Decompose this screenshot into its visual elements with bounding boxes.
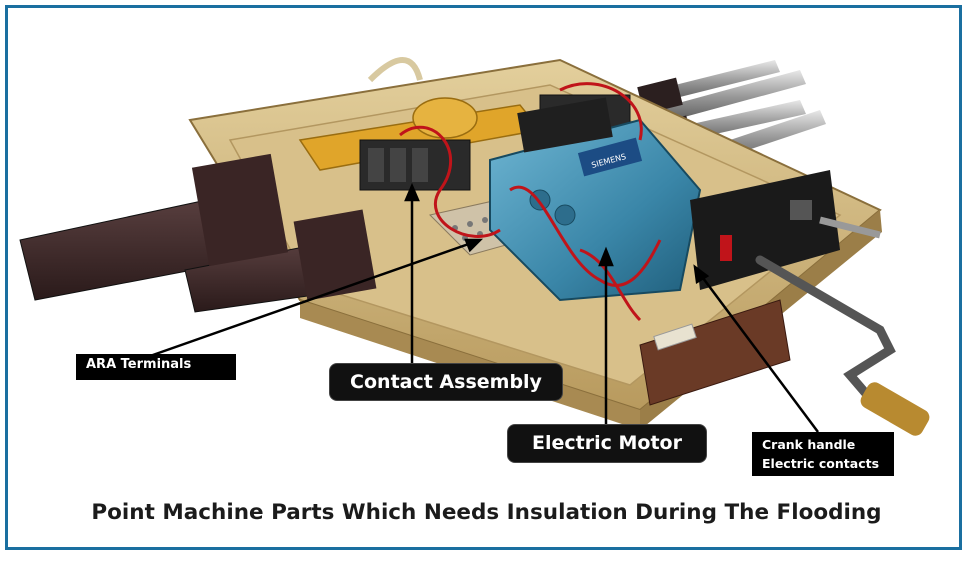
- electric-motor-body: SIEMENS: [489, 97, 702, 302]
- arrow-crank: [693, 264, 710, 285]
- pointer-lines: [149, 182, 820, 433]
- pointer-ara: [149, 238, 481, 358]
- mounting-bracket: [639, 299, 791, 406]
- crank-handle: [755, 216, 930, 436]
- label-electric-motor: Electric Motor: [508, 425, 706, 462]
- arrow-ara: [464, 238, 484, 253]
- arrow-motor: [598, 246, 614, 267]
- caption: Point Machine Parts Which Needs Insulati…: [91, 500, 882, 525]
- mounting-bars: [19, 153, 377, 313]
- arrow-contact: [404, 182, 420, 202]
- end-plate: [690, 170, 840, 290]
- pointer-crank: [695, 269, 820, 433]
- label-crank-line2: Electric contacts: [762, 456, 880, 471]
- label-ara-terminals: ARA Terminals: [76, 354, 236, 380]
- red-wiring: [399, 82, 662, 322]
- label-crank-line1: Crank handle: [762, 437, 856, 452]
- label-crank-handle: Crank handle Electric contacts: [752, 432, 894, 476]
- label-contact-assembly: Contact Assembly: [330, 364, 562, 400]
